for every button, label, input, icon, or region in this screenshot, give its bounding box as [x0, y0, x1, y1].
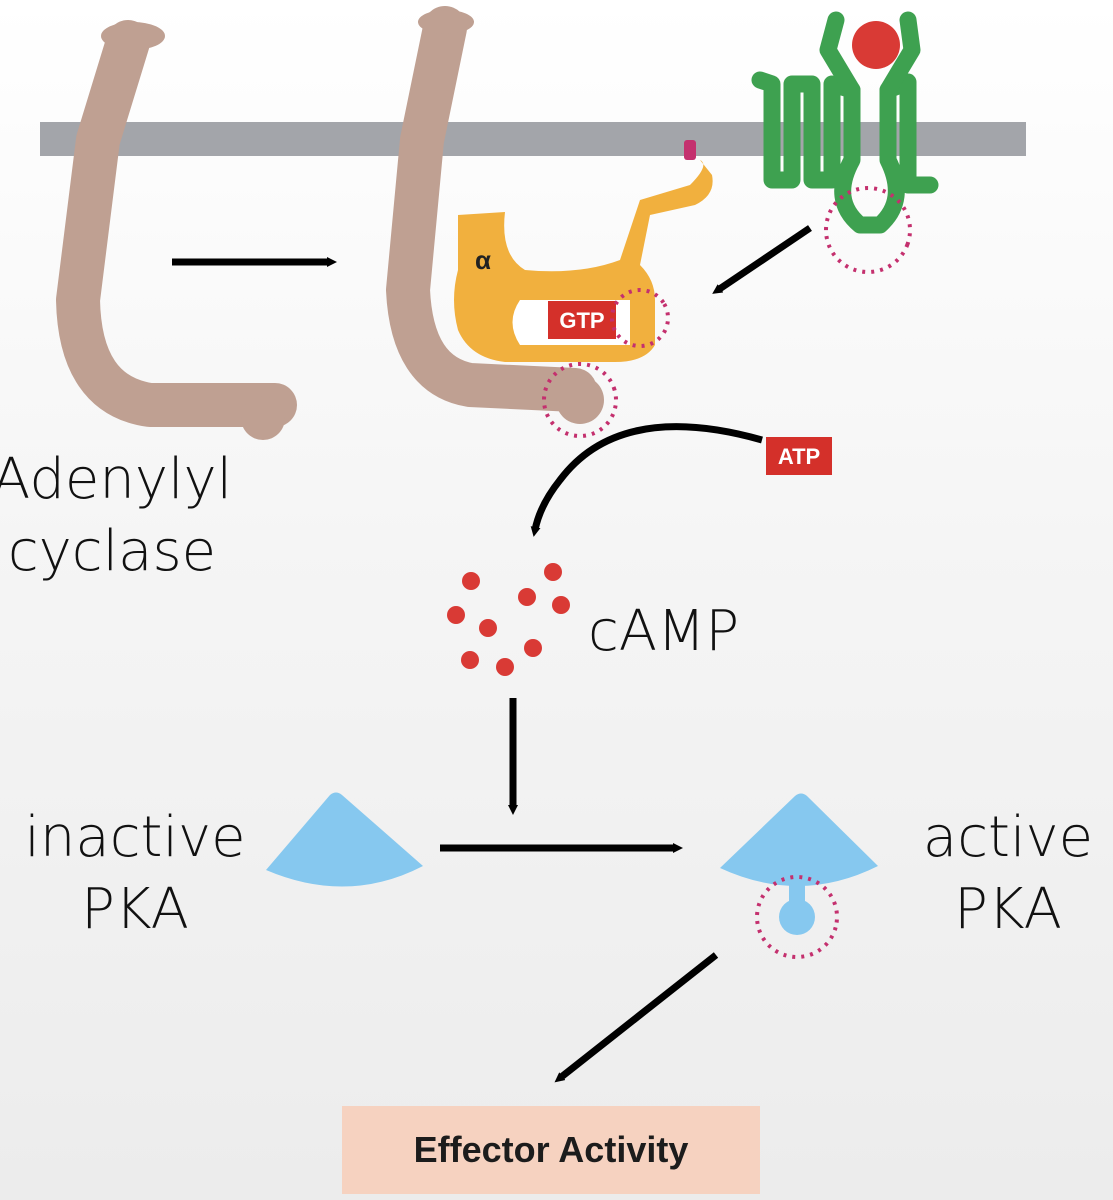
- effector-activity-box: Effector Activity: [342, 1106, 760, 1194]
- gtp-label: GTP: [559, 308, 604, 333]
- receptor-binding-site: [824, 186, 912, 274]
- gpcr-receptor-icon: [751, 11, 939, 234]
- arrow-atp-to-camp: [530, 423, 763, 537]
- alpha-label: α: [475, 245, 491, 275]
- adenylyl-cyclase-label: Adenylyl cyclase: [0, 444, 232, 587]
- adenylyl-cyclase-active: [386, 6, 604, 424]
- active-pka-label-line-1: active: [922, 805, 1094, 870]
- inactive-pka-label-line-2: PKA: [81, 876, 189, 942]
- atp-label: ATP: [778, 444, 820, 469]
- gtp-tag: GTP: [548, 301, 616, 339]
- camp-label-text: cAMP: [588, 599, 740, 664]
- active-pka-icon: [720, 793, 878, 935]
- adenylyl-cyclase-label-line-1: Adenylyl: [0, 447, 233, 512]
- adenylyl-cyclase-inactive: [56, 20, 297, 440]
- effector-activity-label: Effector Activity: [413, 1129, 689, 1170]
- active-pka-label: active PKA: [918, 802, 1098, 945]
- atp-tag: ATP: [766, 437, 832, 475]
- adenylyl-cyclase-label-line-2: cyclase: [7, 518, 217, 584]
- inactive-pka-label: inactive PKA: [22, 802, 248, 945]
- inactive-pka-label-line-1: inactive: [24, 805, 246, 870]
- active-pka-label-line-2: PKA: [954, 876, 1062, 942]
- pka-binding-site: [755, 875, 839, 959]
- pka-wedge-icon: [266, 792, 423, 887]
- cell-membrane: [40, 122, 1026, 156]
- camp-molecules: [447, 563, 570, 676]
- ligand-ball-icon: [852, 21, 900, 69]
- arrow-pka-to-effector: [554, 952, 719, 1083]
- g-alpha-binding-site: [610, 288, 670, 348]
- camp-label: cAMP: [588, 596, 768, 668]
- arrow-receptor-to-g-alpha: [712, 225, 812, 294]
- cyclase-binding-site: [542, 362, 618, 438]
